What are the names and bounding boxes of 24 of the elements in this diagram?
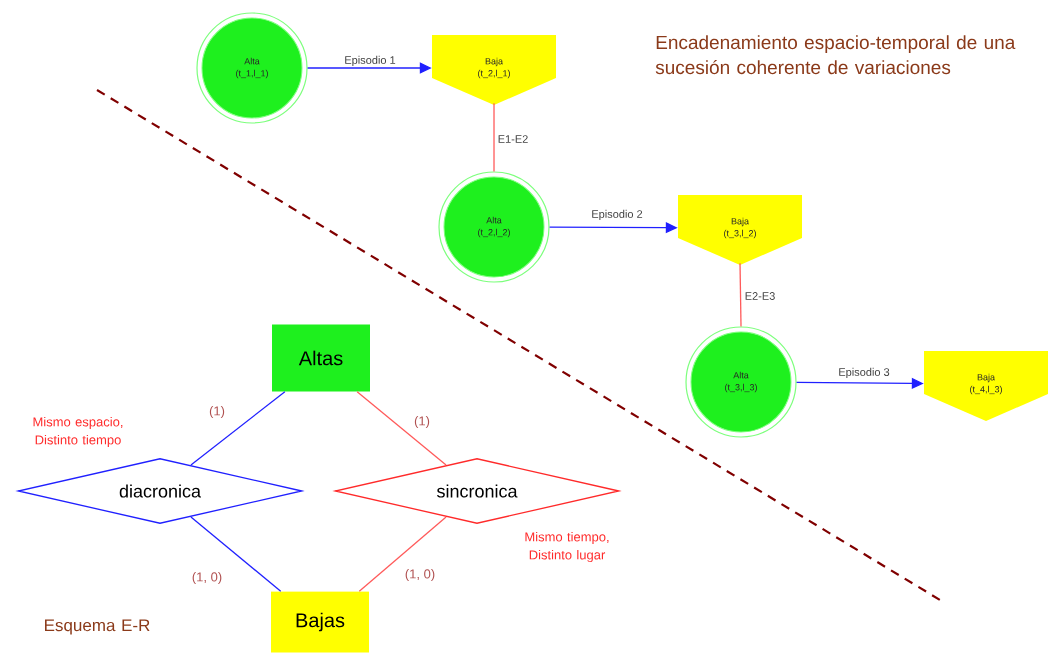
cardinality-label: (1) [414,415,430,429]
connector [190,516,282,592]
note: Mismo espacio, Distinto tiempo [33,416,123,448]
pentagon-box: Baja (t_2,l_1) [432,35,556,105]
edge-label: Episodio 2 [590,208,644,222]
entity-box: Altas [272,324,370,392]
pentagon-box: Baja (t_3,l_2) [678,195,802,265]
cardinality-label: (1, 0) [192,571,222,585]
connector [358,516,447,592]
edge-label: Episodio 3 [837,366,891,380]
connector [739,262,742,328]
title: Encadenamiento espacio-temporal de una sucesión coherente de variaciones [655,35,1016,75]
cardinality-label: (1) [209,405,225,419]
entity-box: Bajas [271,591,369,653]
edge-label: E2-E3 [743,291,777,301]
pentagon-box: Baja (t_4,l_3) [924,351,1048,421]
edge-label: Episodio 1 [343,54,397,68]
edge-label: E1-E2 [496,134,530,144]
cardinality-label: (1, 0) [405,568,435,582]
note: Esquema E-R [45,619,150,635]
connector [190,391,286,466]
connector [356,391,447,466]
note: Mismo tiempo, Distinto lugar [525,531,609,563]
connector [493,102,495,173]
